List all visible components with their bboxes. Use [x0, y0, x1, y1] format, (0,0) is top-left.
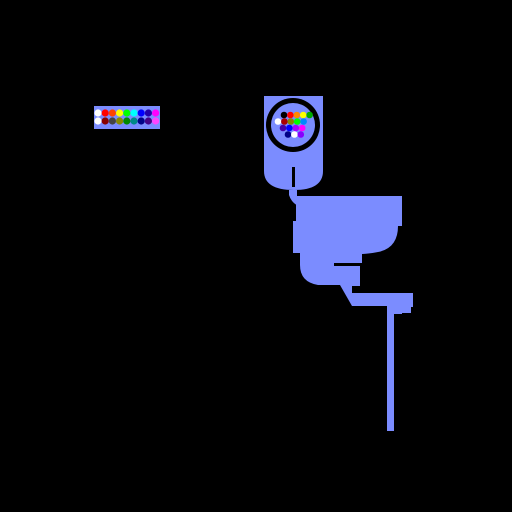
ball	[274, 118, 282, 125]
ramp-slot	[402, 306, 411, 313]
ball	[280, 111, 288, 119]
palette-swatch[interactable]	[108, 109, 116, 117]
ball	[287, 111, 294, 119]
ball	[306, 111, 313, 119]
ball	[291, 131, 298, 138]
palette-swatch[interactable]	[123, 109, 131, 117]
palette-swatch[interactable]	[152, 117, 160, 125]
palette-swatch[interactable]	[137, 117, 145, 125]
ball	[284, 131, 292, 138]
palette-swatches	[94, 109, 160, 125]
palette-swatch[interactable]	[108, 117, 116, 125]
palette-swatch[interactable]	[101, 117, 109, 125]
ball	[293, 111, 301, 119]
ball	[287, 118, 295, 125]
ball	[299, 111, 307, 119]
palette-swatch[interactable]	[94, 117, 102, 125]
ball	[298, 124, 306, 132]
palette-swatch[interactable]	[130, 109, 138, 117]
ramp-top	[293, 196, 402, 255]
palette-swatch[interactable]	[101, 109, 109, 117]
ramp-structure	[289, 190, 413, 431]
support-pole	[387, 306, 394, 431]
funnel-balls	[274, 111, 313, 138]
palette-swatch[interactable]	[94, 109, 102, 117]
ball	[300, 118, 307, 125]
funnel-spout	[292, 167, 295, 187]
palette-swatch[interactable]	[152, 109, 160, 117]
palette-swatch[interactable]	[116, 109, 124, 117]
ball	[292, 124, 300, 132]
ball	[281, 118, 288, 125]
ball	[286, 124, 293, 132]
palette-swatch[interactable]	[137, 109, 145, 117]
palette-swatch[interactable]	[144, 117, 152, 125]
color-palette[interactable]	[94, 106, 160, 129]
palette-swatch[interactable]	[116, 117, 124, 125]
ball-funnel	[264, 96, 323, 190]
ramp-middle	[300, 253, 413, 314]
ball	[279, 124, 287, 132]
ball	[293, 118, 301, 125]
ball	[297, 131, 305, 138]
palette-swatch[interactable]	[130, 117, 138, 125]
funnel-inner	[271, 103, 315, 147]
palette-swatch[interactable]	[123, 117, 131, 125]
palette-swatch[interactable]	[144, 109, 152, 117]
